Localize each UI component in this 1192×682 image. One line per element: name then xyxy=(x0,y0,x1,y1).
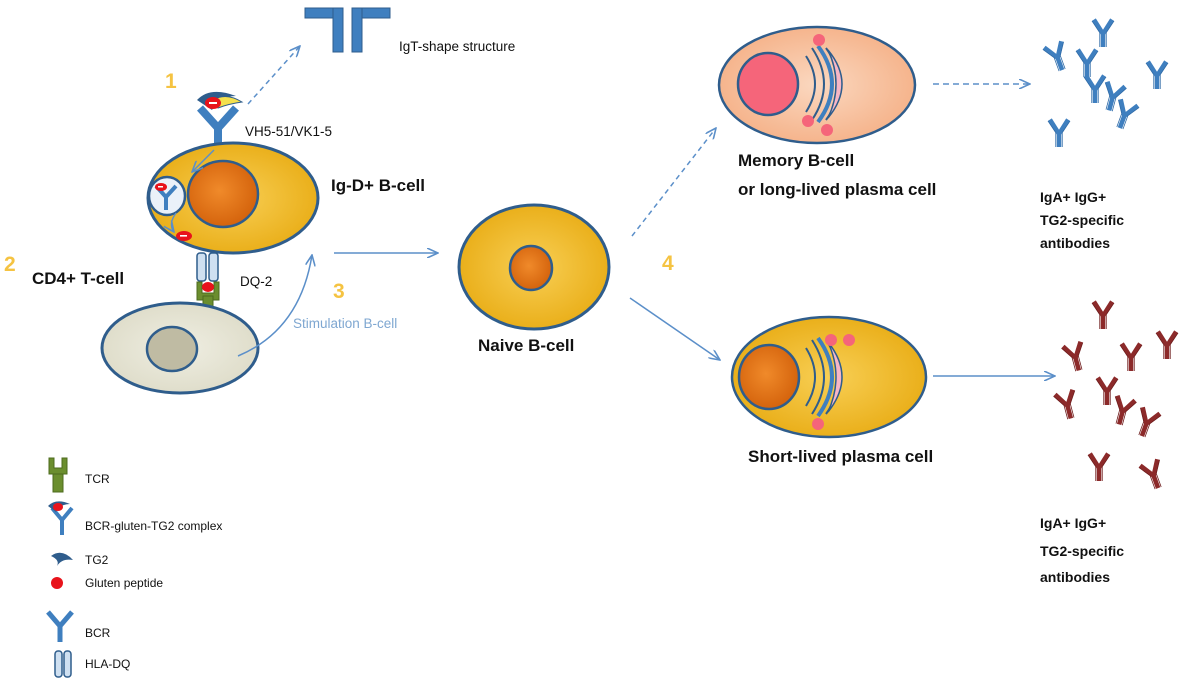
red-antibody xyxy=(1092,302,1114,329)
stimulation-arrow xyxy=(237,255,312,357)
stimulation-label: Stimulation B-cell xyxy=(293,316,397,331)
blue-antibodies-cluster xyxy=(1042,20,1168,147)
tcr-icon xyxy=(48,457,68,493)
antibodies-top-line1: IgA+ IgG+ xyxy=(1040,189,1106,205)
blue-antibody xyxy=(1092,20,1114,47)
blue-antibody xyxy=(1076,50,1098,77)
to-memory-arrow xyxy=(631,128,716,237)
igd-bcell xyxy=(146,141,320,255)
step-3-label: 3 xyxy=(333,280,345,303)
tg2-icon xyxy=(51,552,73,566)
legend-label-bcr: BCR xyxy=(85,626,111,640)
antibodies-bottom-line3: antibodies xyxy=(1040,569,1110,585)
igt-shape-icon xyxy=(304,7,391,53)
red-antibody xyxy=(1108,395,1136,427)
memory-label-1: Memory B-cell xyxy=(738,151,854,170)
naive-bcell-label: Naive B-cell xyxy=(478,336,574,355)
blue-antibody xyxy=(1042,41,1072,74)
memory-bcell xyxy=(717,25,917,145)
cd4-tcell xyxy=(100,301,260,395)
antibodies-top-line2: TG2-specific xyxy=(1040,212,1124,228)
red-antibody xyxy=(1120,344,1142,371)
red-antibody xyxy=(1138,459,1168,492)
red-antibody xyxy=(1088,454,1110,481)
antibodies-bottom-line2: TG2-specific xyxy=(1040,543,1124,559)
red-antibody xyxy=(1096,378,1118,405)
naive-bcell xyxy=(457,203,611,331)
memory-label-2: or long-lived plasma cell xyxy=(738,180,936,199)
red-antibody xyxy=(1061,341,1089,373)
red-antibody xyxy=(1156,332,1178,359)
legend-label-gluten: Gluten peptide xyxy=(85,576,163,590)
antibodies-top-line3: antibodies xyxy=(1040,235,1110,251)
blue-antibody xyxy=(1048,120,1070,147)
antibodies-bottom-line1: IgA+ IgG+ xyxy=(1040,515,1106,531)
bcr-gluten-tg2-complex-icon xyxy=(197,91,244,150)
bcr-gluten-tg2-complex-icon xyxy=(48,501,74,535)
to-short-lived-arrow xyxy=(629,297,720,360)
legend-label-hla-dq: HLA-DQ xyxy=(85,657,130,671)
step-4-label: 4 xyxy=(662,252,674,275)
short-lived-plasma-cell xyxy=(730,315,928,439)
igt-shape-label: IgT-shape structure xyxy=(399,39,515,54)
gluten-peptide-icon xyxy=(51,577,63,589)
hla-dq-icon xyxy=(54,650,72,678)
vh-vk-label: VH5-51/VK1-5 xyxy=(245,124,332,139)
red-antibodies-cluster xyxy=(1053,302,1178,492)
legend-label-tcr: TCR xyxy=(85,472,110,486)
step-2-label: 2 xyxy=(4,253,16,276)
legend-label-complex: BCR-gluten-TG2 complex xyxy=(85,519,222,533)
legend: TCR BCR-gluten-TG2 complex TG2 Gluten pe… xyxy=(46,457,222,678)
dq2-label: DQ-2 xyxy=(240,274,272,289)
internalization-arrow xyxy=(192,149,215,172)
red-antibody xyxy=(1132,407,1162,440)
blue-antibody xyxy=(1084,76,1106,103)
igd-bcell-label: Ig-D+ B-cell xyxy=(331,176,425,195)
legend-label-tg2: TG2 xyxy=(85,553,109,567)
step-1-label: 1 xyxy=(165,70,177,93)
blue-antibody xyxy=(1146,62,1168,89)
bcr-icon xyxy=(46,610,74,642)
short-lived-label: Short-lived plasma cell xyxy=(748,447,933,466)
dashed-arrow-to-igt xyxy=(247,46,300,105)
red-antibody xyxy=(1053,389,1081,421)
cd4-tcell-label: CD4+ T-cell xyxy=(32,269,124,288)
